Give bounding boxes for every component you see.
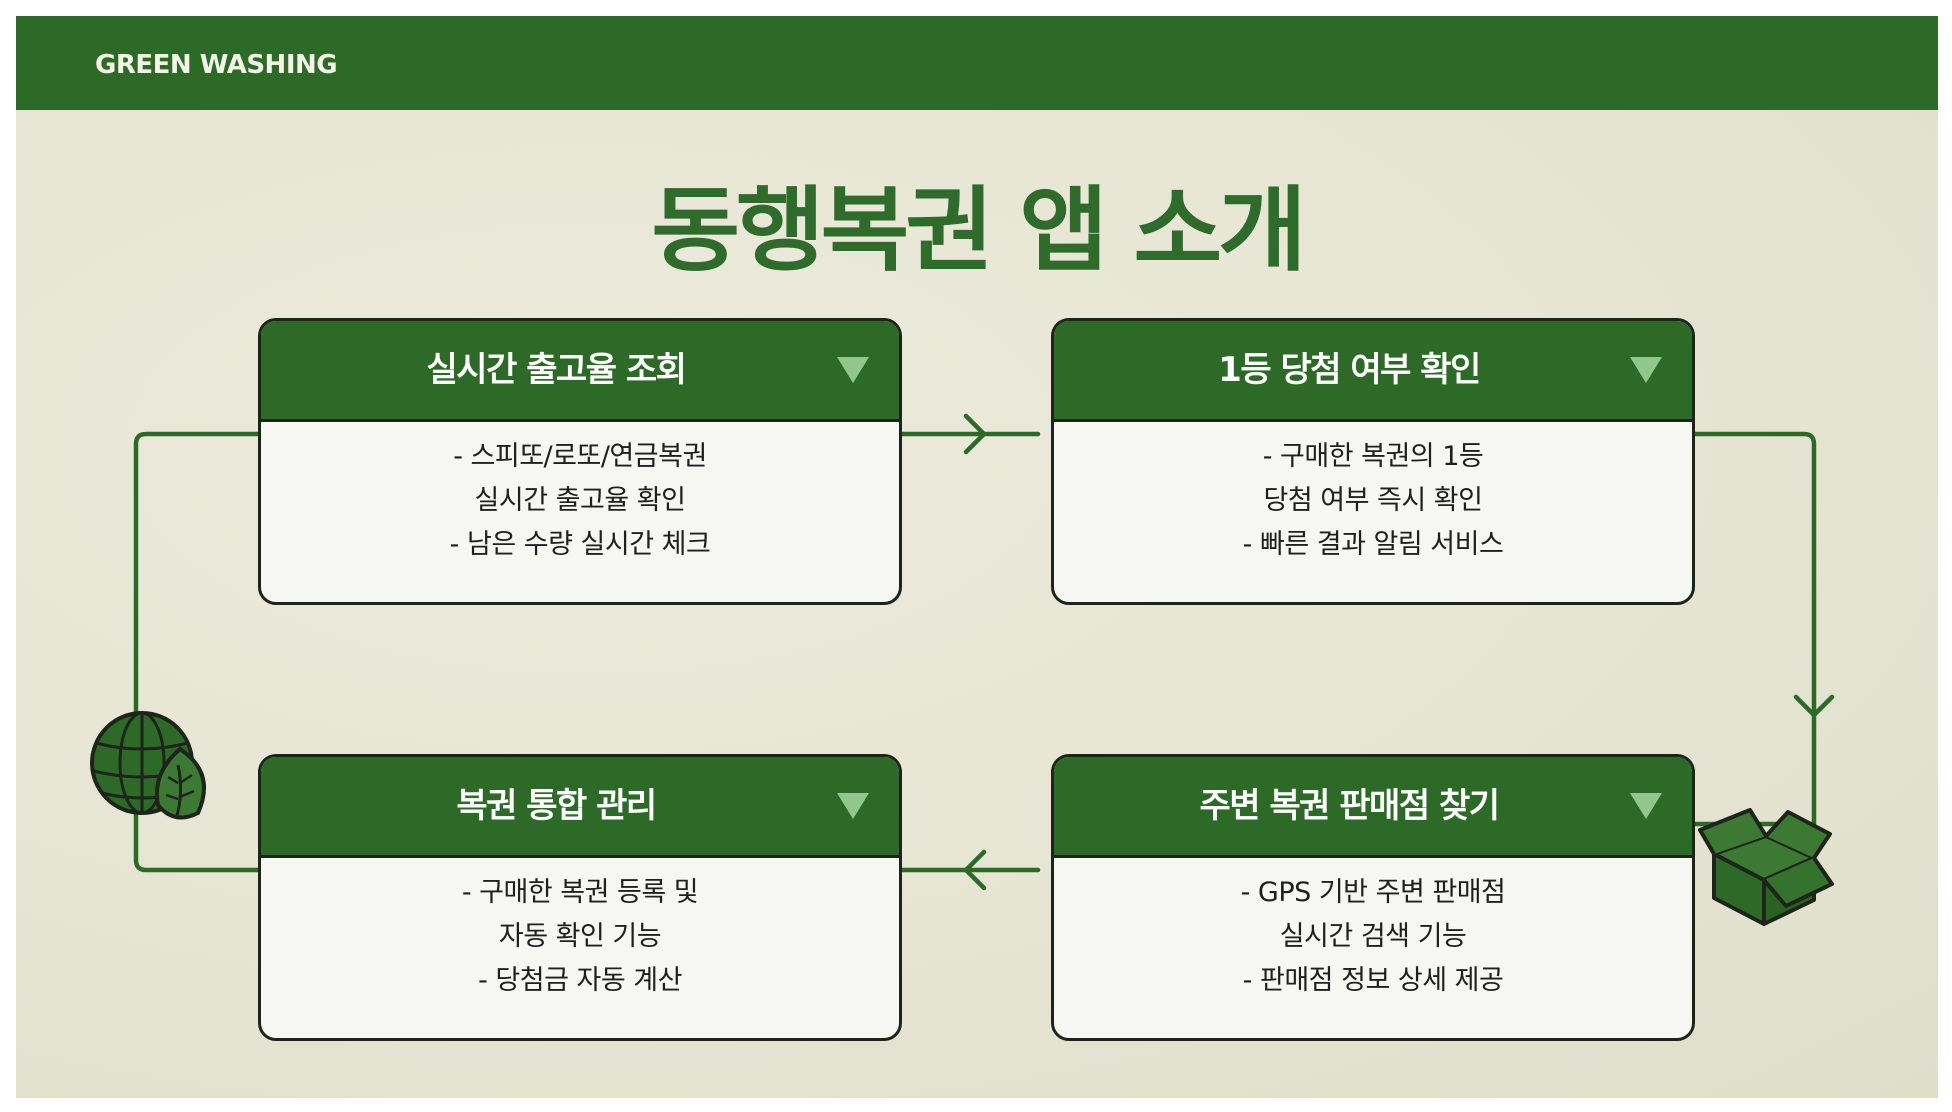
arrow-down-icon (1793, 694, 1835, 718)
card-header: 실시간 출고율 조회 (261, 321, 899, 422)
card-line: 실시간 검색 기능 (1279, 921, 1467, 952)
feature-card-nearby-stores[interactable]: 주변 복권 판매점 찾기 - GPS 기반 주변 판매점 실시간 검색 기능 -… (1051, 754, 1695, 1041)
card-header: 복권 통합 관리 (261, 757, 899, 858)
page-title: 동행복권 앱 소개 (651, 177, 1307, 284)
card-line: - 스피또/로또/연금복권 (453, 441, 707, 472)
card-line: 자동 확인 기능 (498, 921, 662, 952)
flow-connectors (90, 413, 1835, 926)
card-line: 당첨 여부 즉시 확인 (1263, 485, 1483, 516)
card-line: 실시간 출고율 확인 (474, 485, 686, 516)
card-body: - GPS 기반 주변 판매점 실시간 검색 기능 - 판매점 정보 상세 제공 (1054, 871, 1692, 1003)
card-body: - 구매한 복권 등록 및 자동 확인 기능 - 당첨금 자동 계산 (261, 871, 899, 1003)
card-line: - 판매점 정보 상세 제공 (1242, 965, 1504, 996)
triangle-down-icon[interactable] (1630, 357, 1662, 383)
connector-2-4 (1673, 431, 1817, 827)
globe-leaf-icon (90, 711, 206, 820)
card-line: - 빠른 결과 알림 서비스 (1242, 529, 1504, 560)
feature-card-integrated-management[interactable]: 복권 통합 관리 - 구매한 복권 등록 및 자동 확인 기능 - 당첨금 자동… (258, 754, 902, 1041)
card-body: - 스피또/로또/연금복권 실시간 출고율 확인 - 남은 수량 실시간 체크 (261, 435, 899, 567)
card-body: - 구매한 복권의 1등 당첨 여부 즉시 확인 - 빠른 결과 알림 서비스 (1054, 435, 1692, 567)
top-bar: GREEN WASHING (16, 16, 1938, 110)
card-line: - 구매한 복권 등록 및 (461, 877, 699, 908)
card-title: 1등 당첨 여부 확인 (1218, 350, 1481, 390)
card-header: 주변 복권 판매점 찾기 (1054, 757, 1692, 858)
card-line: - GPS 기반 주변 판매점 (1240, 877, 1506, 908)
feature-card-realtime-rate[interactable]: 실시간 출고율 조회 - 스피또/로또/연금복권 실시간 출고율 확인 - 남은… (258, 318, 902, 605)
card-title: 주변 복권 판매점 찾기 (1199, 786, 1500, 826)
triangle-down-icon[interactable] (1630, 793, 1662, 819)
connector-3-1 (133, 431, 261, 873)
arrow-right-icon (963, 413, 987, 455)
triangle-down-icon[interactable] (837, 357, 869, 383)
brand-label: GREEN WASHING (95, 50, 338, 80)
card-title: 복권 통합 관리 (456, 786, 657, 826)
card-line: - 구매한 복권의 1등 (1262, 441, 1484, 472)
card-header: 1등 당첨 여부 확인 (1054, 321, 1692, 422)
open-box-icon (1698, 808, 1834, 926)
card-line: - 당첨금 자동 계산 (478, 965, 682, 996)
slide: GREEN WASHING 동행복권 앱 소개 (16, 16, 1938, 1098)
card-title: 실시간 출고율 조회 (426, 350, 687, 390)
arrow-left-icon (963, 849, 987, 891)
card-line: - 남은 수량 실시간 체크 (449, 529, 711, 560)
feature-card-first-prize-check[interactable]: 1등 당첨 여부 확인 - 구매한 복권의 1등 당첨 여부 즉시 확인 - 빠… (1051, 318, 1695, 605)
triangle-down-icon[interactable] (837, 793, 869, 819)
